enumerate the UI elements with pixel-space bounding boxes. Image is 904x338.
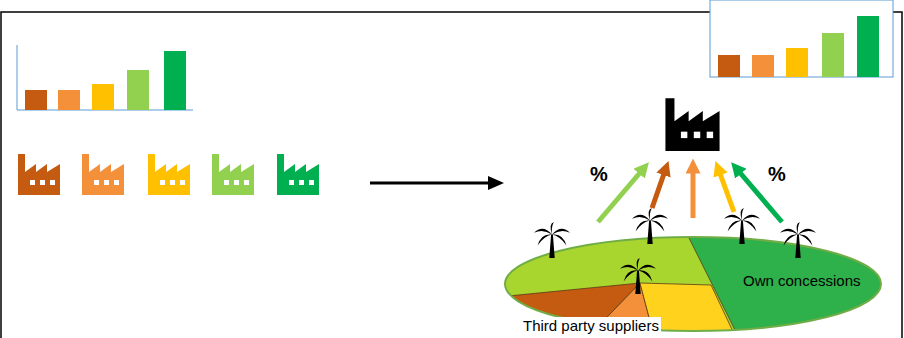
percent-label: % — [590, 163, 608, 185]
area-caption: Third party suppliers — [521, 317, 661, 334]
plantation-area: Own concessionsThird party suppliers — [503, 235, 883, 333]
area-label: Own concessions — [743, 272, 861, 289]
percent-label: % — [768, 163, 786, 185]
